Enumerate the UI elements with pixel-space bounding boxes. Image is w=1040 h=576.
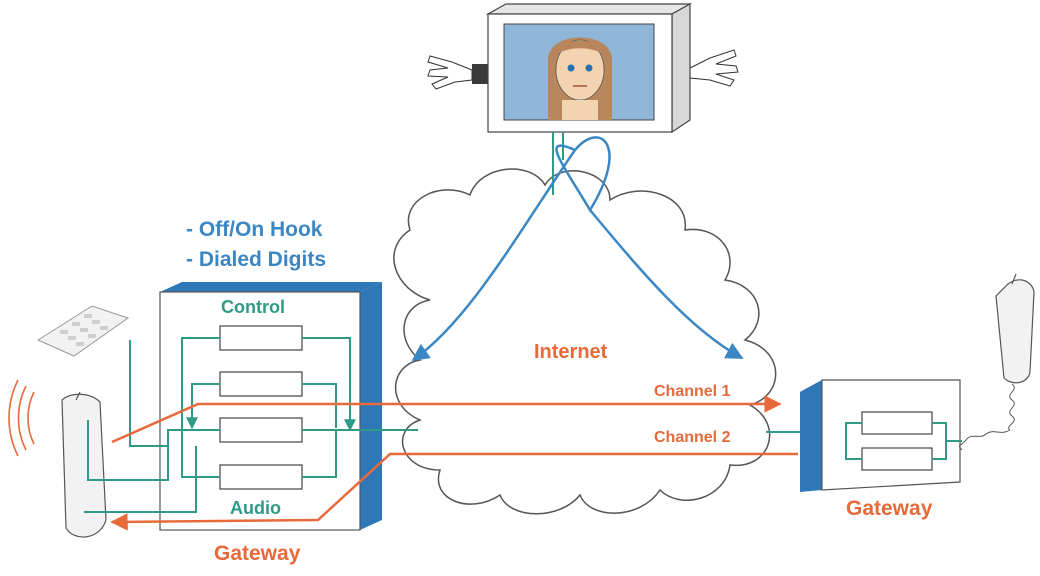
right-module-2 [861, 447, 933, 471]
audio-module-1 [219, 417, 303, 443]
phone-wiring [84, 420, 197, 513]
cordless-phone-icon [61, 391, 107, 538]
audio-label: Audio [230, 498, 281, 518]
monitor-person-icon [427, 2, 739, 134]
handset-icon [959, 273, 1035, 451]
keypad-icon [36, 305, 130, 357]
signaling-notes: - Off/On Hook - Dialed Digits [186, 218, 326, 271]
channel-1-label: Channel 1 [654, 383, 731, 400]
gateway-right: Gateway [800, 379, 962, 520]
gateway-left-caption: Gateway [214, 542, 301, 565]
internet-cloud: Internet [393, 168, 777, 515]
audio-module-2 [219, 464, 303, 490]
channel-2-arrow [110, 452, 798, 531]
channel-2-label: Channel 2 [654, 429, 731, 446]
gateway-left: Control Audio Gateway [129, 282, 418, 565]
coiled-cord [959, 383, 1015, 451]
channel-arrows: Channel 1 Channel 2 [110, 383, 798, 531]
signal-waves-icon [8, 379, 35, 457]
control-label: Control [221, 297, 285, 317]
internet-label: Internet [534, 341, 608, 363]
note-off-on-hook: - Off/On Hook [186, 218, 323, 241]
gateway-right-caption: Gateway [846, 497, 933, 520]
channel-1-arrow [111, 395, 782, 444]
call-signaling-arrows [411, 136, 744, 362]
note-dialed-digits: - Dialed Digits [186, 248, 326, 271]
right-module-1 [861, 411, 933, 435]
control-module-2 [219, 371, 303, 397]
control-module-1 [219, 325, 303, 351]
